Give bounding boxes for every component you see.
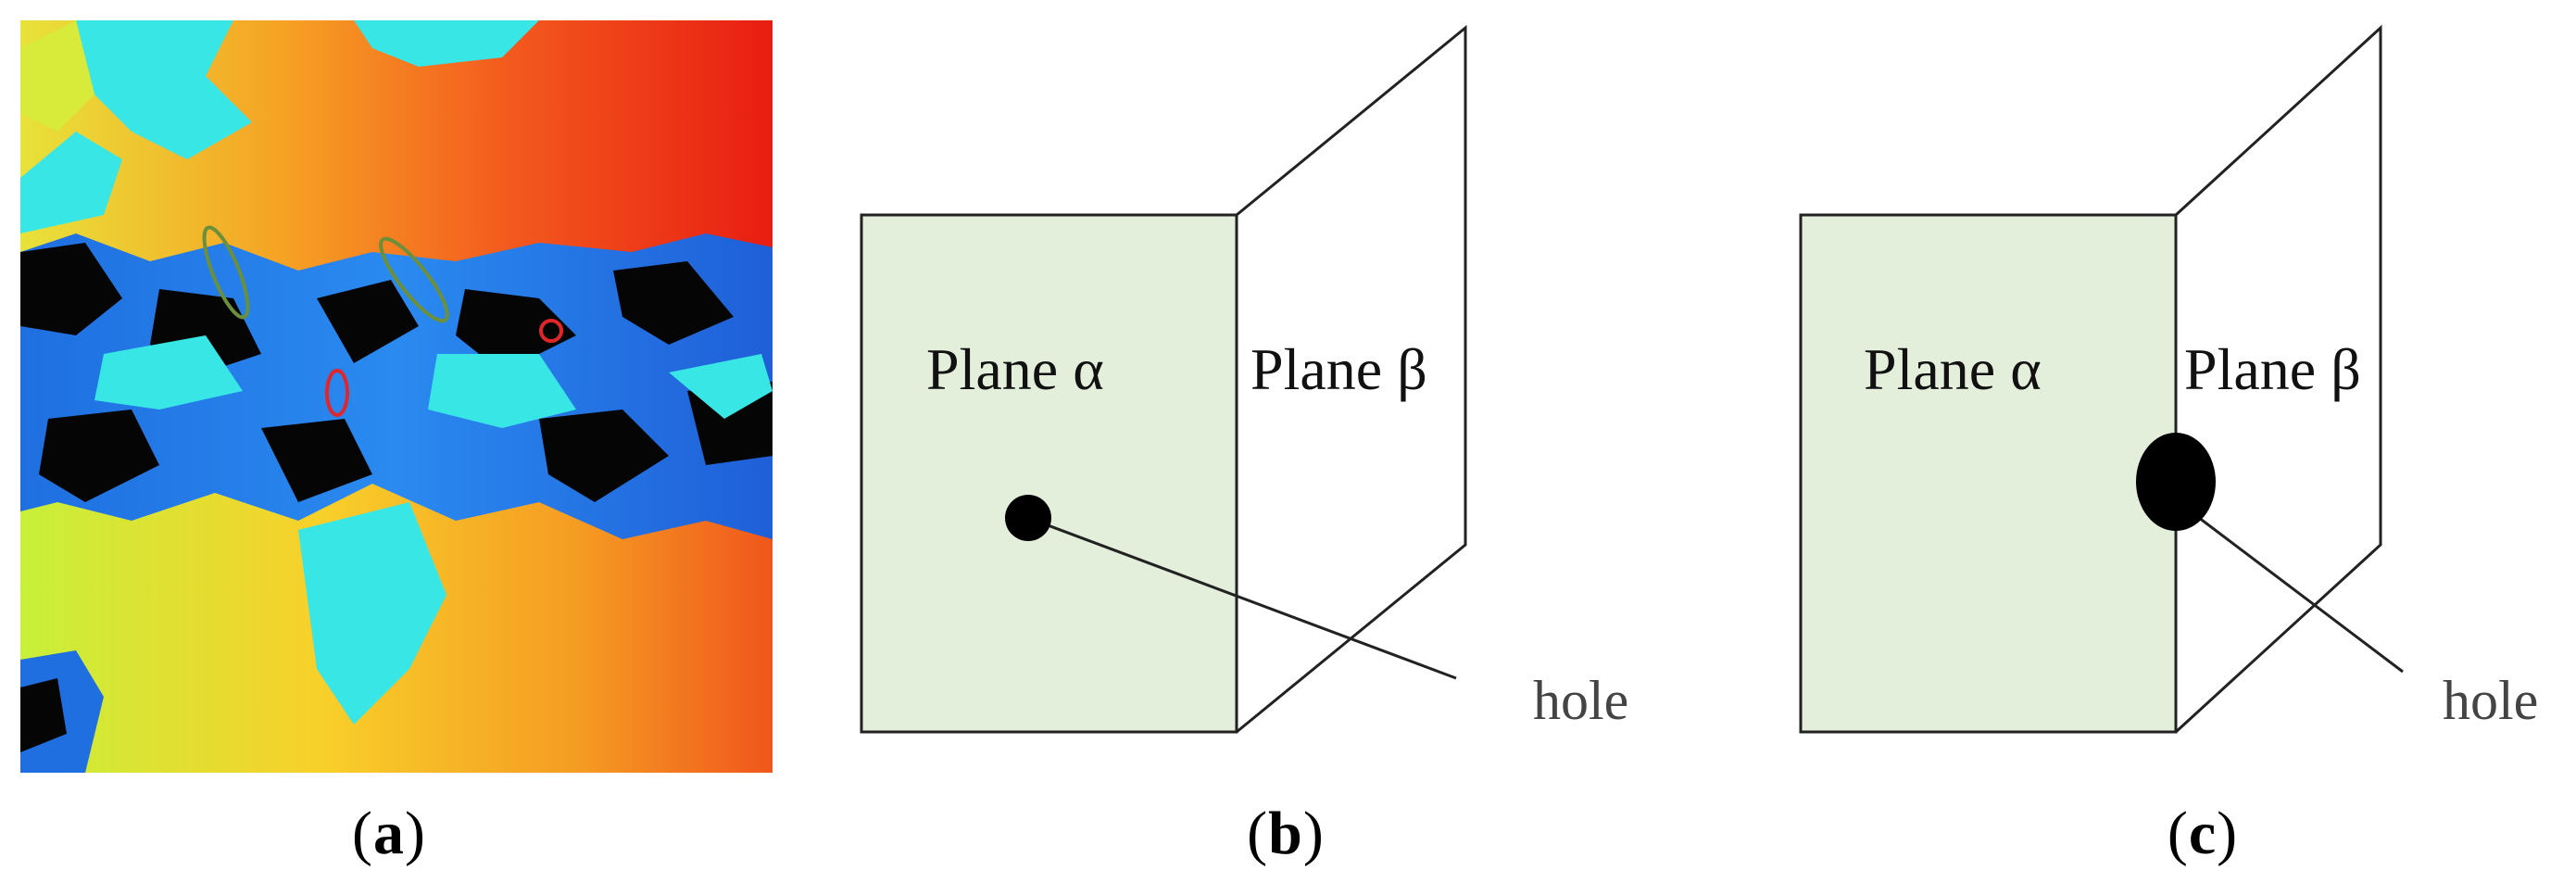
red-marker <box>325 369 349 417</box>
cyan-patch <box>20 132 122 233</box>
black-region <box>20 678 67 752</box>
green-marker <box>202 225 250 320</box>
caption-a: (a) <box>352 800 426 867</box>
black-region <box>317 280 419 363</box>
depth-map-image <box>20 20 773 773</box>
caption-b: (b) <box>1247 800 1325 867</box>
diagram-panel-b: Plane α Plane β hole <box>834 19 1667 741</box>
caption-c: (c) <box>2167 800 2239 867</box>
plane-beta-label: Plane β <box>1250 336 1427 402</box>
green-marker <box>379 236 449 323</box>
cyan-patch <box>76 20 252 159</box>
hole-label: hole <box>2443 670 2538 731</box>
black-region <box>613 261 734 345</box>
black-region <box>39 410 159 502</box>
black-region <box>20 243 122 335</box>
black-region <box>539 410 669 502</box>
cyan-patch <box>428 354 576 428</box>
plane-alpha-label: Plane α <box>926 336 1104 402</box>
hole-pointer-line <box>1027 516 1457 680</box>
black-region <box>456 289 576 372</box>
diagram-panel-c: Plane α Plane β hole <box>1788 19 2576 741</box>
plane-alpha <box>1799 213 2178 734</box>
hole-pointer-line <box>2175 498 2404 674</box>
cyan-patch <box>669 354 773 419</box>
hole-label: hole <box>1533 670 1628 731</box>
cyan-patch <box>354 20 539 67</box>
black-region <box>261 419 372 502</box>
hole <box>1005 495 1051 541</box>
plane-alpha <box>860 213 1238 734</box>
red-marker <box>539 319 563 343</box>
cyan-patch <box>94 335 243 410</box>
cyan-patch <box>298 502 446 725</box>
plane-beta-label: Plane β <box>2184 336 2361 402</box>
plane-alpha-label: Plane α <box>1864 336 2042 402</box>
hole <box>2136 433 2216 531</box>
yellow-patch <box>20 20 94 132</box>
plane-beta <box>2174 24 2382 734</box>
